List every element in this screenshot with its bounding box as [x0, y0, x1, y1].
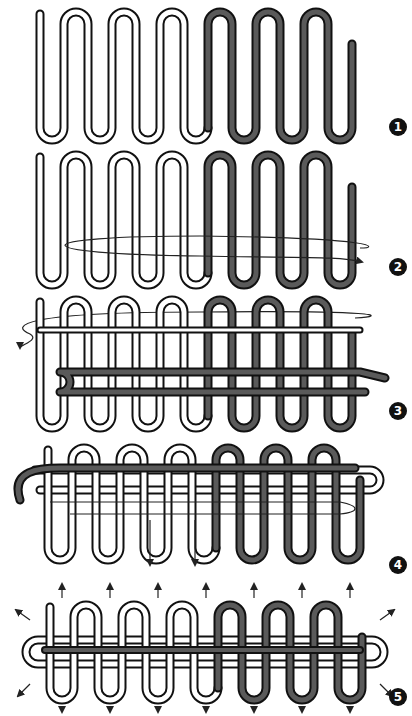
- cord-outline: [35, 470, 380, 490]
- cord: [208, 155, 352, 285]
- cord: [40, 12, 208, 140]
- cord-outline: [45, 646, 360, 654]
- cord-outline: [208, 12, 352, 140]
- cord-outline: [208, 155, 352, 285]
- pull-arrow: [380, 610, 394, 620]
- cord-outline: [40, 12, 208, 140]
- callout-number: 1: [389, 118, 407, 136]
- pull-arrow: [109, 584, 110, 598]
- cord: [208, 12, 352, 140]
- pull-arrow: [157, 584, 158, 598]
- cord: [40, 300, 208, 428]
- callout-number: 3: [389, 402, 407, 420]
- callout-number: 5: [389, 688, 407, 706]
- pull-arrow: [301, 584, 302, 598]
- cord-outline: [208, 300, 352, 428]
- pull-arrow: [61, 584, 62, 598]
- pull-arrow: [61, 706, 62, 712]
- working-line: [20, 312, 371, 348]
- cord: [40, 329, 360, 332]
- cord: [40, 155, 208, 285]
- cord: [18, 468, 355, 500]
- working-line: [65, 236, 369, 262]
- pull-arrow: [205, 584, 206, 598]
- pull-arrow: [349, 706, 350, 712]
- pull-arrow: [18, 684, 30, 696]
- cord-outline: [60, 372, 385, 392]
- cord-outline: [40, 327, 360, 334]
- pull-arrow: [205, 706, 206, 712]
- cord: [45, 648, 360, 652]
- cord-outline: [26, 640, 384, 664]
- pull-arrow: [109, 706, 110, 712]
- cord-outline: [40, 300, 208, 428]
- pull-arrow: [349, 584, 350, 598]
- cord-outline: [18, 468, 355, 500]
- pull-arrow: [157, 706, 158, 712]
- pull-arrow: [301, 706, 302, 712]
- pull-arrow: [16, 610, 30, 620]
- cord: [26, 640, 384, 664]
- cord-outline: [40, 155, 208, 285]
- cord: [208, 300, 352, 428]
- pull-arrow: [253, 584, 254, 598]
- callout-number: 2: [389, 258, 407, 276]
- cord: [35, 470, 380, 490]
- working-line: [50, 502, 355, 514]
- pull-arrow: [253, 706, 254, 712]
- cord: [60, 372, 385, 392]
- pull-arrow: [194, 520, 195, 565]
- callout-number: 4: [389, 556, 407, 574]
- pull-arrow: [149, 520, 150, 565]
